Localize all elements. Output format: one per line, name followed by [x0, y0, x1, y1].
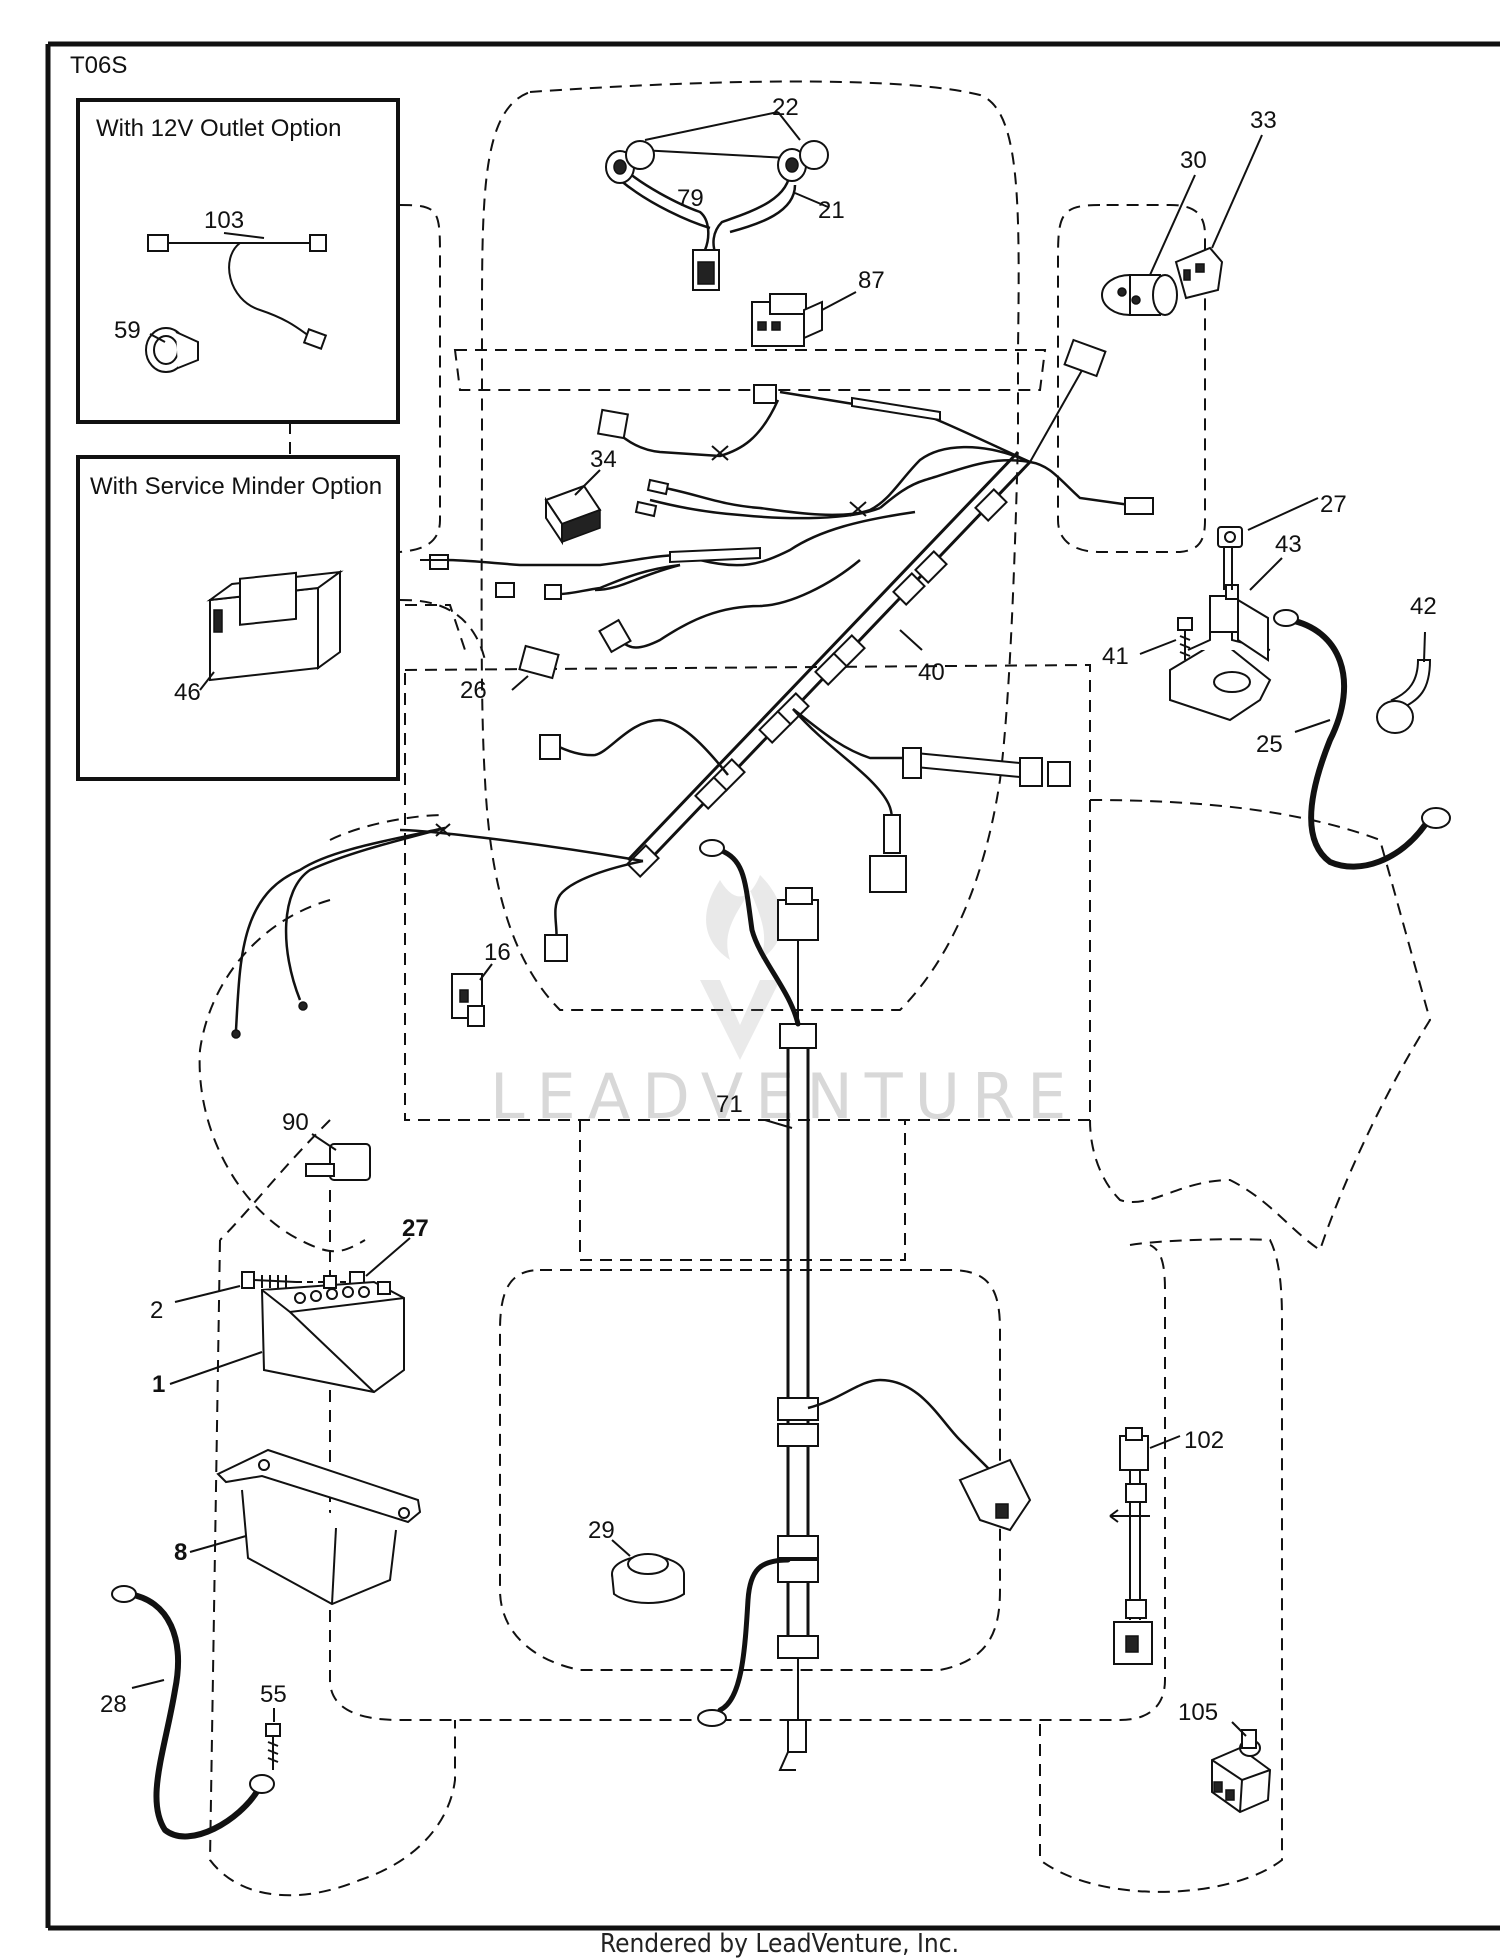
bolt-55	[265, 1708, 281, 1770]
battery-cable-25	[1273, 609, 1451, 870]
footer-credit: Rendered by LeadVenture, Inc.	[600, 1929, 959, 1958]
service-minder-46	[199, 570, 344, 691]
part-label-25: 25	[1256, 731, 1283, 758]
main-harness-40	[231, 338, 1154, 1039]
part-label-79: 79	[677, 185, 704, 212]
part-label-102: 102	[1184, 1427, 1224, 1454]
part-label-105: 105	[1178, 1699, 1218, 1726]
diagram-frame	[45, 41, 1500, 1931]
battery-tray-8	[189, 1448, 422, 1606]
part-label-40: 40	[918, 659, 945, 686]
ignition-key-33	[1174, 134, 1263, 300]
grommet-29	[611, 1539, 685, 1604]
option-box-title-service: With Service Minder Option	[90, 473, 382, 500]
diode-90	[305, 1133, 371, 1181]
part-label-8: 8	[174, 1539, 187, 1566]
tractor-outline	[198, 80, 1432, 1897]
engine-harness-71	[697, 839, 1032, 1771]
outlet-harness-103	[147, 232, 328, 350]
solenoid-bracket-43	[1169, 540, 1283, 722]
part-label-59: 59	[114, 317, 141, 344]
watermark-text: LEADVENTURE	[490, 1060, 1078, 1133]
connector-16	[451, 963, 493, 1027]
outlet-59	[145, 327, 199, 373]
bolt-41	[1139, 617, 1193, 660]
part-label-2: 2	[150, 1297, 163, 1324]
part-label-43: 43	[1275, 531, 1302, 558]
part-label-90: 90	[282, 1109, 309, 1136]
part-label-87: 87	[858, 267, 885, 294]
part-label-46: 46	[174, 679, 201, 706]
part-label-22: 22	[772, 94, 799, 121]
part-label-103: 103	[204, 207, 244, 234]
part-label-34: 34	[590, 446, 617, 473]
part-label-41: 41	[1102, 643, 1129, 670]
battery-1	[169, 1275, 405, 1394]
part-label-42: 42	[1410, 593, 1437, 620]
part-label-55: 55	[260, 1681, 287, 1708]
headlight-harness-79	[619, 149, 797, 291]
part-label-27-top: 27	[1320, 491, 1347, 518]
option-box-title-12v: With 12V Outlet Option	[96, 115, 341, 142]
relay-87	[751, 291, 857, 347]
part-label-1: 1	[152, 1371, 165, 1398]
part-label-30: 30	[1180, 147, 1207, 174]
option-box-service-minder: With Service Minder Option	[76, 455, 400, 781]
part-label-71: 71	[716, 1091, 743, 1118]
watermark-logo	[700, 875, 783, 1060]
battery-bolt-2	[174, 1271, 297, 1303]
terminal-boot-42	[1376, 631, 1432, 734]
part-label-21: 21	[818, 197, 845, 224]
part-label-16: 16	[484, 939, 511, 966]
switch-34	[544, 469, 602, 546]
switch-105	[1211, 1721, 1272, 1814]
ignition-switch-30	[1101, 174, 1196, 316]
part-label-33: 33	[1250, 107, 1277, 134]
part-label-27-battery: 27	[402, 1215, 429, 1242]
part-label-26: 26	[460, 677, 487, 704]
option-box-12v-outlet: With 12V Outlet Option	[76, 98, 400, 424]
nut-27-top	[1217, 497, 1319, 548]
part-label-29: 29	[588, 1517, 615, 1544]
part-labels: 22 79 21 87 30 33 103 59 34 46 26 40 27 …	[100, 94, 1437, 1726]
ground-cable-28	[111, 1585, 275, 1840]
headlight-22-left	[605, 140, 655, 184]
part-label-28: 28	[100, 1691, 127, 1718]
headlight-22-right	[777, 140, 829, 182]
switch-harness-102	[1109, 1427, 1181, 1665]
diagram-code: T06S	[70, 52, 127, 79]
